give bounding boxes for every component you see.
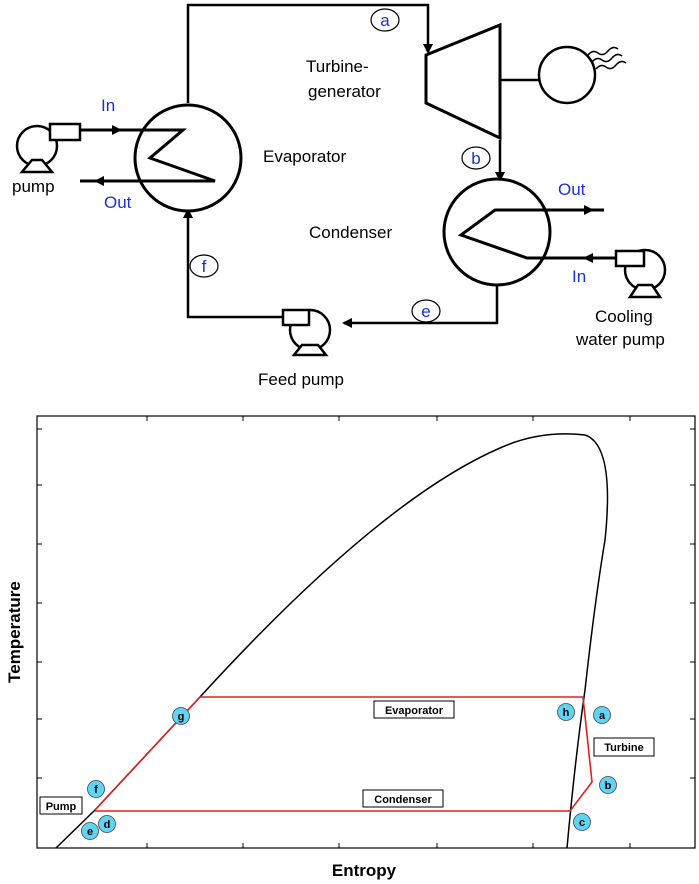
svg-text:b: b xyxy=(471,149,480,168)
evap-out-label: Out xyxy=(104,193,132,212)
electricity-squiggle-icon xyxy=(587,46,627,70)
condenser-box: Condenser xyxy=(362,789,444,808)
evap-in-label: In xyxy=(101,96,115,115)
pump-box: Pump xyxy=(39,796,83,815)
pipe-feedpump-to-evaporator xyxy=(183,208,283,319)
ts-diagram: Evaporator Condenser Turbine Pump g h a xyxy=(5,415,696,880)
svg-text:Condenser: Condenser xyxy=(374,794,432,806)
saturation-dome xyxy=(55,433,609,849)
evaporator-coil xyxy=(80,128,216,183)
point-c: c xyxy=(573,813,591,831)
cond-out-label: Out xyxy=(558,180,586,199)
feed-pump-icon xyxy=(281,308,332,357)
condenser-coil xyxy=(457,208,623,260)
svg-text:a: a xyxy=(599,710,606,722)
svg-text:g: g xyxy=(178,711,185,723)
cycle-schematic: a b e f Turbine- generator Evaporator Co… xyxy=(12,3,667,389)
point-e: e xyxy=(81,822,99,840)
point-b: b xyxy=(599,776,617,794)
turbine-label: Turbine- xyxy=(306,57,369,76)
svg-text:f: f xyxy=(202,257,207,276)
cycle-path xyxy=(94,696,593,812)
state-label-f: f xyxy=(189,254,219,278)
warm-water-pump-icon xyxy=(15,122,82,174)
svg-text:c: c xyxy=(579,817,585,829)
svg-text:e: e xyxy=(87,826,93,838)
cooling-water-pump-icon xyxy=(614,248,667,299)
svg-text:b: b xyxy=(605,780,612,792)
point-g: g xyxy=(172,707,190,725)
svg-text:Turbine: Turbine xyxy=(604,742,644,754)
svg-text:d: d xyxy=(104,819,111,831)
cond-in-label: In xyxy=(572,267,586,286)
plot-frame xyxy=(36,415,696,849)
evaporator-box: Evaporator xyxy=(373,700,455,719)
pump-label: pump xyxy=(12,177,55,196)
y-axis-label: Temperature xyxy=(5,581,24,683)
generator-label: generator xyxy=(308,82,381,101)
cooling-pump-label-1: Cooling xyxy=(595,307,653,326)
turbine-box: Turbine xyxy=(593,737,655,757)
turbine-icon xyxy=(424,22,502,141)
pipe-evaporator-to-turbine xyxy=(186,3,433,103)
point-f: f xyxy=(87,780,105,798)
svg-text:f: f xyxy=(94,784,98,796)
state-label-b: b xyxy=(461,146,491,170)
cooling-pump-label-2: water pump xyxy=(575,330,665,349)
point-h: h xyxy=(557,703,575,721)
svg-text:Pump: Pump xyxy=(46,801,77,813)
svg-text:e: e xyxy=(421,302,430,321)
condenser-label: Condenser xyxy=(309,223,393,242)
svg-text:Evaporator: Evaporator xyxy=(385,705,444,717)
svg-text:a: a xyxy=(380,11,390,30)
state-label-e: e xyxy=(411,299,441,323)
svg-text:h: h xyxy=(563,707,570,719)
feed-pump-label: Feed pump xyxy=(258,370,344,389)
state-label-a: a xyxy=(370,8,400,32)
pipe-condenser-to-feedpump xyxy=(342,278,499,328)
axis-ticks xyxy=(37,416,695,848)
point-d: d xyxy=(98,815,116,833)
evaporator-label: Evaporator xyxy=(263,147,346,166)
point-a: a xyxy=(593,706,611,724)
condenser-icon xyxy=(442,177,552,287)
x-axis-label: Entropy xyxy=(332,861,397,880)
generator-icon xyxy=(537,45,597,105)
